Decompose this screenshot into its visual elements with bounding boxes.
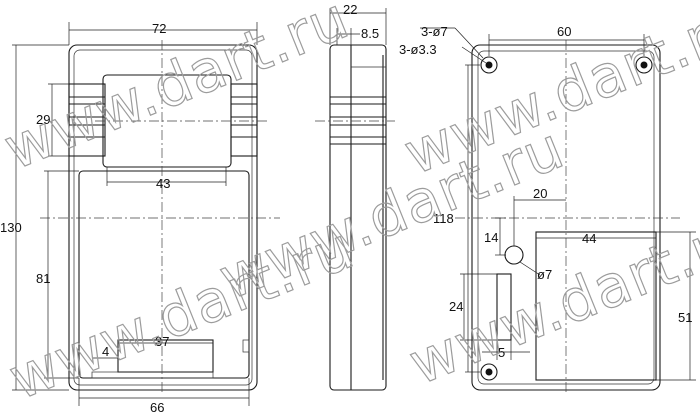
dim-o7: ø7 xyxy=(537,267,552,282)
back-pocket xyxy=(535,231,657,381)
dim-8-5: 8.5 xyxy=(361,26,379,41)
watermark-5: www.dart.ru xyxy=(210,113,573,313)
watermark-4: www.dart.ru xyxy=(400,198,700,398)
front-inner-outline xyxy=(73,49,253,386)
dim-5: 5 xyxy=(498,345,505,360)
dim-37: 37 xyxy=(155,334,169,349)
dim-66: 66 xyxy=(150,400,164,415)
front-outer-body xyxy=(68,44,258,391)
front-side-notch xyxy=(242,339,250,353)
back-view: 3-ø7 3-ø3.3 60 118 20 14 ø7 44 51 xyxy=(399,24,696,395)
dim-51: 51 xyxy=(678,310,692,325)
dim-3-o7: 3-ø7 xyxy=(421,24,448,39)
side-outer-body xyxy=(329,44,387,391)
dim-3-o3-3: 3-ø3.3 xyxy=(399,42,437,57)
mount-hole-top-right xyxy=(635,56,653,74)
dim-81: 81 xyxy=(36,271,50,286)
dim-4: 4 xyxy=(102,344,109,359)
front-slot-lip xyxy=(91,371,214,379)
mount-hole-bottom xyxy=(480,363,498,381)
side-view: 22 8.5 xyxy=(315,2,395,391)
dim-22: 22 xyxy=(343,2,357,17)
mount-hole-top-left xyxy=(480,56,498,74)
dim-130: 130 xyxy=(0,220,22,235)
watermark-1: www.dart.ru xyxy=(0,0,358,183)
dim-14: 14 xyxy=(484,230,498,245)
dim-29: 29 xyxy=(36,112,50,127)
back-slot xyxy=(496,273,512,341)
dim-20: 20 xyxy=(533,186,547,201)
dim-118: 118 xyxy=(433,211,454,226)
center-hole xyxy=(504,245,524,265)
dim-72: 72 xyxy=(152,21,166,36)
dim-24: 24 xyxy=(449,299,463,314)
front-right-clip xyxy=(230,83,258,157)
front-view: 72 130 29 43 81 37 4 66 xyxy=(0,21,280,415)
dim-43: 43 xyxy=(156,176,170,191)
dim-44: 44 xyxy=(582,231,596,246)
dim-60: 60 xyxy=(557,24,571,39)
